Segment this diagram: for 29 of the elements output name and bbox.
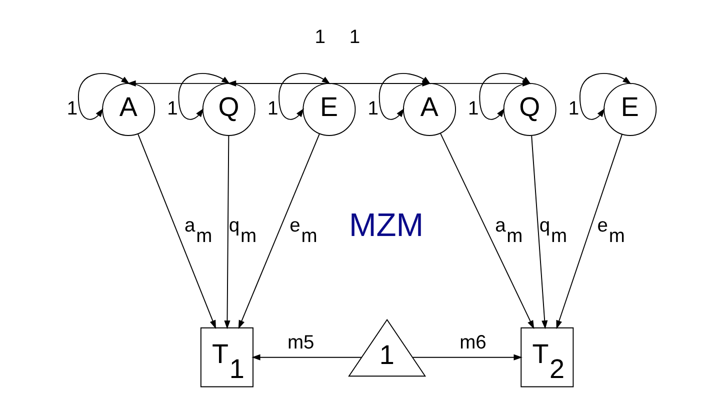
arrow (238, 134, 320, 329)
arrow (440, 133, 534, 330)
arrow (531, 135, 548, 330)
arrow (252, 354, 362, 360)
node-circle: E (604, 82, 657, 136)
node-circle: E (302, 82, 356, 136)
label: MZM (348, 206, 424, 243)
arrow (224, 135, 230, 330)
arrow (579, 73, 632, 120)
edge-label: 1 (468, 98, 479, 120)
node-circle: A (402, 82, 456, 136)
node-circle: A (102, 82, 156, 136)
arrow (412, 354, 522, 360)
arrow (278, 73, 330, 120)
node-circle: Q (503, 82, 556, 136)
edge-label: 1 (568, 98, 580, 120)
edge-label: m5 (287, 332, 314, 354)
node-circle: Q (202, 82, 256, 136)
edge-label: 1 (66, 98, 78, 120)
edge-label: 1 (349, 26, 360, 48)
arrow (178, 73, 230, 120)
edge-label: 1 (267, 98, 278, 120)
edge-label: 1 (314, 26, 326, 48)
arrow (138, 134, 216, 329)
edge-label: 1 (167, 98, 178, 120)
edge-label: 1 (368, 98, 378, 120)
arrow (78, 73, 130, 120)
edge-label: m6 (460, 332, 486, 354)
arrow (556, 134, 622, 330)
